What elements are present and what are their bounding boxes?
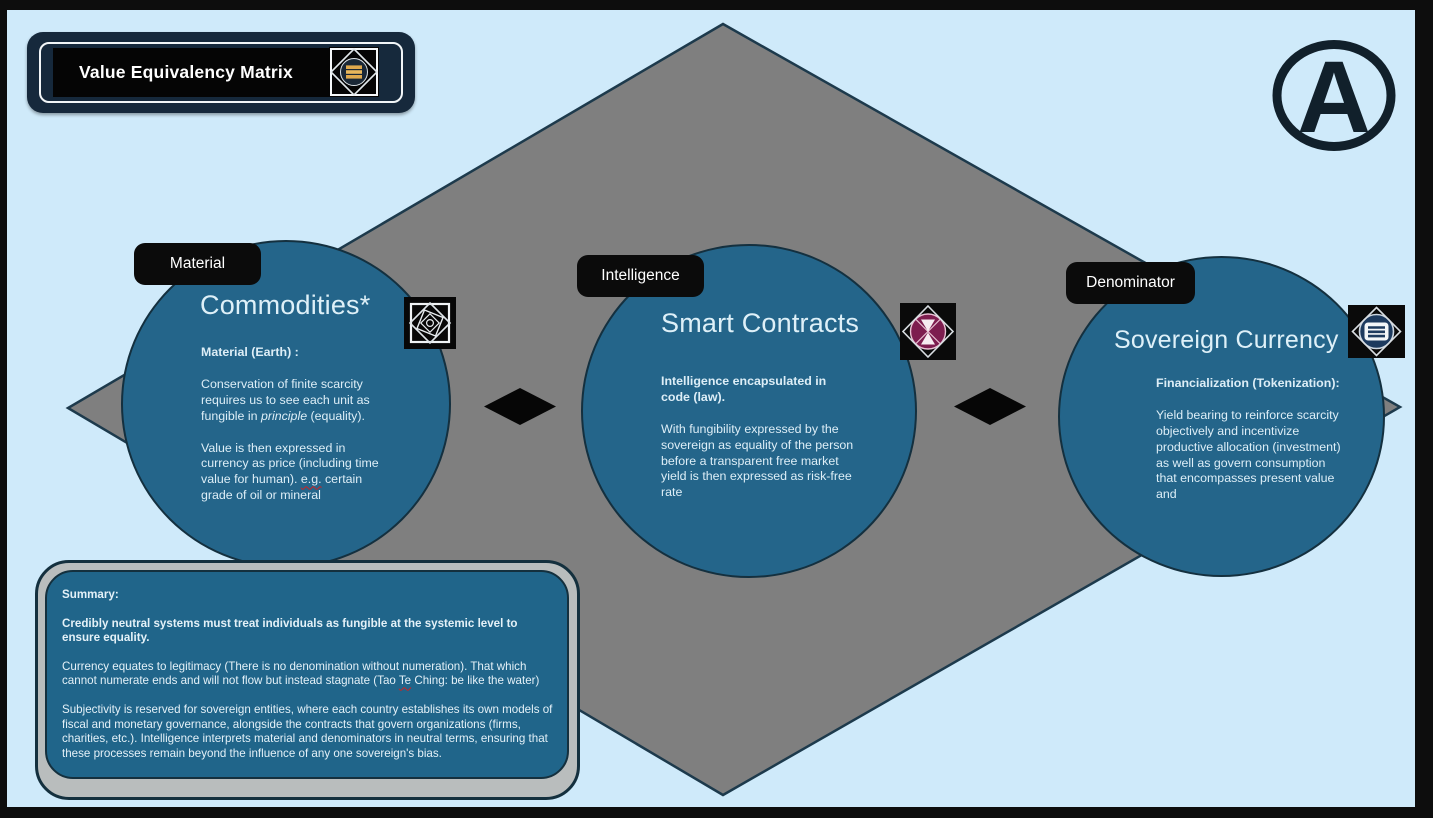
summary-inner: Summary: Credibly neutral systems must t…	[45, 570, 569, 779]
tag-denominator: Denominator	[1066, 262, 1195, 304]
node-smart-contracts: Smart Contracts Intelligence encapsulate…	[581, 244, 917, 578]
node-heading: Financialization (Tokenization):	[1156, 376, 1340, 390]
tag-material: Material	[134, 243, 261, 285]
node-body: Conservation of finite scarcity requires…	[201, 377, 379, 425]
tag-label: Intelligence	[601, 267, 680, 284]
node-body: Yield bearing to reinforce scarcity obje…	[1156, 407, 1341, 502]
body-text: Conservation of finite scarcity requires…	[201, 376, 370, 423]
summary-paragraph: Subjectivity is reserved for sovereign e…	[62, 702, 553, 760]
node-heading: Intelligence encapsulated in code (law).	[661, 374, 827, 404]
node-title: Sovereign Currency	[1114, 326, 1339, 354]
hourglass-diamond-icon	[900, 303, 956, 360]
node-sovereign-currency: Sovereign Currency Financialization (Tok…	[1058, 256, 1385, 577]
body-text-italic: principle	[260, 408, 308, 423]
logo-letter: A	[1297, 40, 1371, 153]
title-bar-border	[39, 42, 403, 103]
summary-text: Ching: be like the water)	[411, 674, 540, 688]
node-body: Value is then expressed in currency as p…	[201, 441, 379, 505]
circle-a-logo: A	[1270, 38, 1398, 154]
whirl-squares-icon	[404, 297, 456, 349]
body-text: certain grade of oil or mineral	[201, 472, 363, 503]
summary-panel: Summary: Credibly neutral systems must t…	[35, 560, 580, 800]
summary-heading: Summary:	[62, 588, 119, 601]
node-body: With fungibility expressed by the sovere…	[661, 421, 854, 500]
summary-text: Currency equates to legitimacy (There is…	[62, 659, 527, 688]
node-title: Smart Contracts	[661, 308, 860, 338]
node-heading: Material (Earth) :	[201, 345, 299, 359]
title-bar-inner: Value Equivalency Matrix	[53, 48, 373, 97]
node-title: Commodities*	[200, 290, 371, 320]
tag-label: Material	[169, 255, 226, 272]
summary-text-flagged: Te	[398, 674, 412, 688]
title-bar: Value Equivalency Matrix	[27, 32, 415, 113]
coin-stack-diamond-icon	[329, 47, 379, 97]
body-text: Value is then expressed in currency as p…	[201, 440, 379, 487]
summary-paragraph: Currency equates to legitimacy (There is…	[62, 660, 553, 689]
banknote-diamond-icon	[1348, 305, 1405, 358]
body-text: (equality).	[307, 408, 365, 423]
body-text-flagged: e.g.	[300, 472, 322, 487]
page-title: Value Equivalency Matrix	[79, 62, 293, 82]
tag-label: Denominator	[1086, 274, 1175, 291]
tag-intelligence: Intelligence	[577, 255, 704, 297]
node-commodities: Commodities* Material (Earth) : Conserva…	[121, 240, 451, 568]
summary-emphasis: Credibly neutral systems must treat indi…	[62, 616, 518, 645]
